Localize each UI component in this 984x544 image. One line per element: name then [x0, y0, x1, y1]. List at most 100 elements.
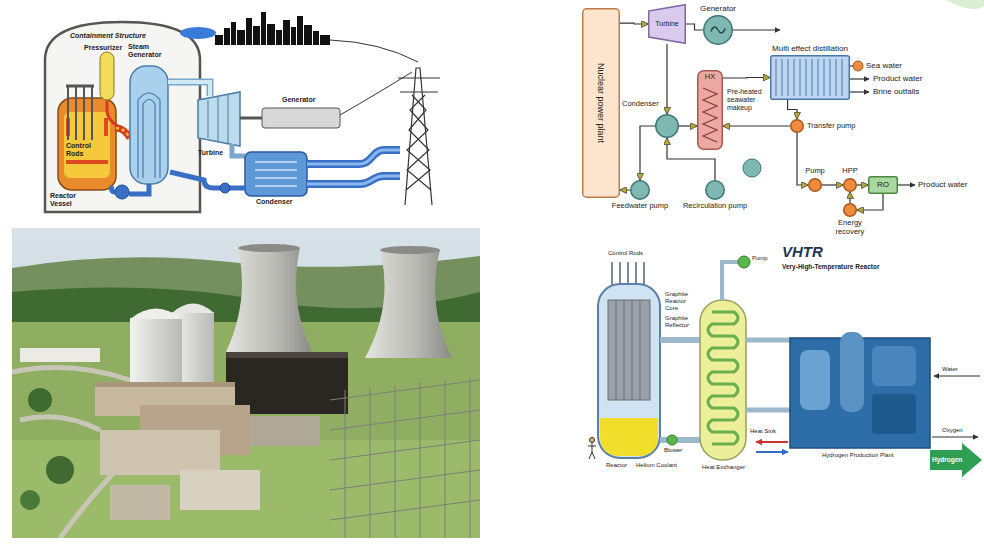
- part-label: Condenser: [256, 198, 293, 206]
- city-skyline: [253, 26, 260, 45]
- turbine-drawing: [228, 95, 229, 143]
- pump-symbol: HPP: [843, 178, 857, 192]
- vhtr-illustration: [660, 437, 700, 443]
- connectors: [620, 23, 883, 210]
- generator-drawing: [262, 108, 340, 128]
- pump-symbol: [844, 179, 857, 192]
- vhtr-illustration: [722, 262, 738, 300]
- edge-label: Pre-heated seawater makeup: [727, 88, 767, 112]
- desalination-decor: [853, 61, 863, 71]
- transmission-tower: [407, 95, 431, 190]
- city-skyline: [320, 35, 330, 45]
- pump-symbol: Feedwater pump: [630, 180, 650, 200]
- flow-connector: [666, 44, 667, 114]
- node-outline: [843, 203, 857, 217]
- vhtr-illustration: [756, 451, 788, 453]
- plant-box: [583, 9, 620, 198]
- part-label: Pressurizer: [84, 44, 122, 52]
- power-line: [330, 40, 418, 62]
- city-skyline: [231, 22, 236, 45]
- distillation-stripe: [824, 59, 825, 96]
- city-skyline: [237, 30, 245, 45]
- vhtr-illustration: [746, 340, 790, 410]
- plant-photo: [110, 485, 170, 520]
- distillation-stripe: [788, 59, 789, 96]
- node-outline: [790, 119, 804, 133]
- vhtr-illustration: [598, 284, 660, 458]
- vhtr-illustration: [608, 300, 650, 400]
- vhtr-illustration: [930, 443, 982, 477]
- transmission-tower: [406, 95, 430, 190]
- plant-photo: [330, 380, 480, 520]
- part-label: Heat Sink: [750, 428, 776, 435]
- flow-label: Sea water: [866, 61, 902, 70]
- panel-title: VHTR: [782, 243, 823, 260]
- node-outline: [705, 180, 725, 200]
- pump-symbol: Energy recovery: [843, 203, 857, 217]
- vhtr-illustration: [660, 337, 700, 343]
- node-label: Feedwater pump: [612, 202, 668, 211]
- heat-exchanger-coil: [703, 88, 717, 142]
- condenser-drawing: [245, 152, 307, 196]
- distillation-stripe: [800, 59, 801, 96]
- heat-exchanger: [698, 71, 723, 150]
- cooling-pipe: [307, 176, 400, 184]
- flow-connector: [620, 23, 648, 25]
- node-label: Recirculation pump: [683, 202, 747, 211]
- city-skyline: [261, 12, 266, 45]
- distillation-stripe: [776, 59, 777, 96]
- plant-photo: [226, 352, 348, 414]
- part-label: Containment Structure: [70, 32, 146, 40]
- city-skyline: [215, 35, 223, 45]
- flow-connector: [822, 184, 843, 185]
- part-label: Turbine: [198, 149, 223, 157]
- corner-decoration: [946, 0, 984, 9]
- node-text: Nuclear power plant: [596, 63, 606, 143]
- containment-structure: [45, 22, 200, 212]
- steam-generator: [143, 100, 155, 179]
- part-label: Hydrogen Production Plant: [822, 452, 894, 459]
- control-rods: [66, 85, 94, 88]
- vhtr-illustration: [756, 441, 788, 443]
- plant-photo: [226, 352, 348, 358]
- vhtr-illustration: [588, 438, 596, 460]
- pressurizer-vessel: [100, 52, 114, 100]
- shaft: [240, 117, 262, 120]
- vhtr-illustration: [590, 438, 595, 443]
- plant-photo: [380, 246, 440, 254]
- steam-generator: [130, 66, 168, 184]
- plant-photo: [20, 490, 40, 510]
- condenser-symbol: [656, 115, 679, 138]
- flow-connector: [679, 125, 697, 126]
- plant-photo: [250, 416, 320, 446]
- turbine-drawing: [218, 97, 219, 141]
- ac-symbol: [711, 27, 725, 33]
- city-skyline: [304, 25, 312, 45]
- part-label: Graphite Reactor Core: [665, 291, 699, 312]
- cloud: [180, 27, 216, 39]
- ro-unit: [869, 177, 898, 194]
- turbine-drawing: [198, 92, 240, 146]
- distillation-stripe: [812, 59, 813, 96]
- plant-photo: [12, 228, 480, 538]
- distillation-stripe: [782, 59, 783, 96]
- plant-photo: [130, 318, 182, 393]
- reactor-vessel: [66, 160, 108, 164]
- distillation-stripe: [836, 59, 837, 96]
- plant-photo: [226, 248, 312, 352]
- generator-symbol: Generator: [703, 15, 733, 45]
- pump-symbol: Pump: [808, 178, 822, 192]
- plant-photo: [28, 388, 52, 412]
- feedwater-pipe: [170, 172, 245, 188]
- flow-connector: [723, 125, 790, 126]
- city-skyline: [283, 20, 290, 45]
- node-outline: [843, 178, 857, 192]
- part-label: Steam Generator: [128, 43, 172, 59]
- city-skyline: [297, 16, 303, 45]
- control-rods: [75, 86, 77, 140]
- part-label: Helium Coolant: [636, 462, 677, 469]
- plant-photo: [238, 244, 300, 252]
- vhtr-illustration: [708, 312, 738, 444]
- city-skyline: [313, 31, 319, 45]
- transmission-tower: [405, 68, 432, 205]
